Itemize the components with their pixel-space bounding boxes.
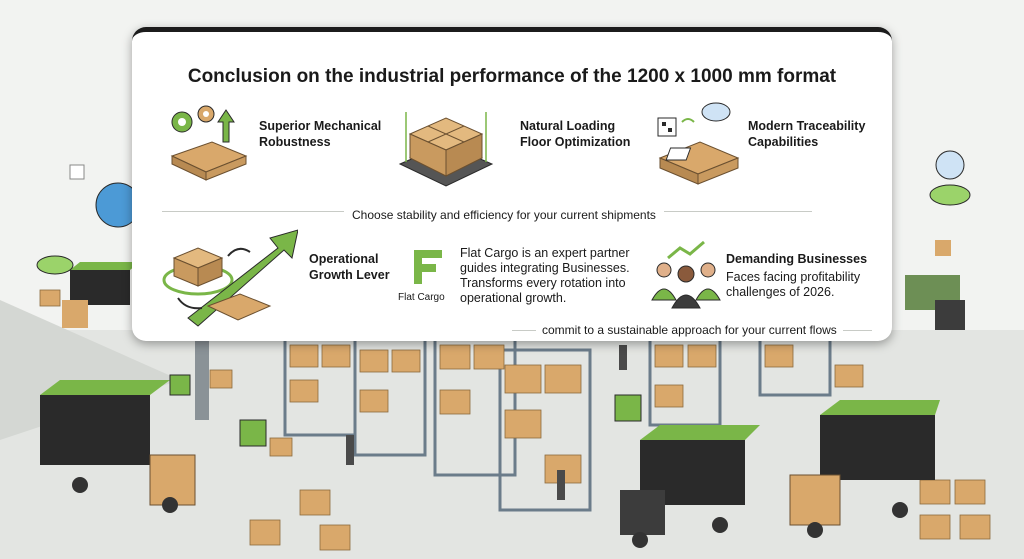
bottom-caption: commit to a sustainable approach for you… (536, 323, 843, 337)
logo-text: Flat Cargo (398, 292, 445, 303)
businesses-description: Faces facing profitability challenges of… (726, 270, 861, 299)
business-people-icon (651, 240, 721, 309)
pallet-stack-icon (398, 112, 494, 187)
partner-description: Flat Cargo is an expert partner guides i… (460, 246, 630, 305)
feature-traceability-label: Modern Traceability Capabilities (748, 119, 866, 149)
feature-growth-label: Operational Growth Lever (309, 252, 390, 282)
growth-arrow-pallet-icon (162, 229, 298, 327)
pallet-gears-icon (170, 105, 248, 181)
pallet-qr-cloud-icon (657, 102, 740, 185)
conclusion-card: Conclusion on the industrial performance… (132, 27, 892, 341)
feature-robustness-label: Superior Mechanical Robustness (259, 119, 382, 149)
feature-businesses-label: Demanding Businesses (726, 252, 868, 266)
page-title: Conclusion on the industrial performance… (187, 66, 837, 87)
flat-cargo-logo-icon (414, 250, 442, 284)
divider-caption: Choose stability and efficiency for your… (344, 208, 664, 222)
feature-loading-label: Natural Loading Floor Optimization (520, 119, 631, 149)
